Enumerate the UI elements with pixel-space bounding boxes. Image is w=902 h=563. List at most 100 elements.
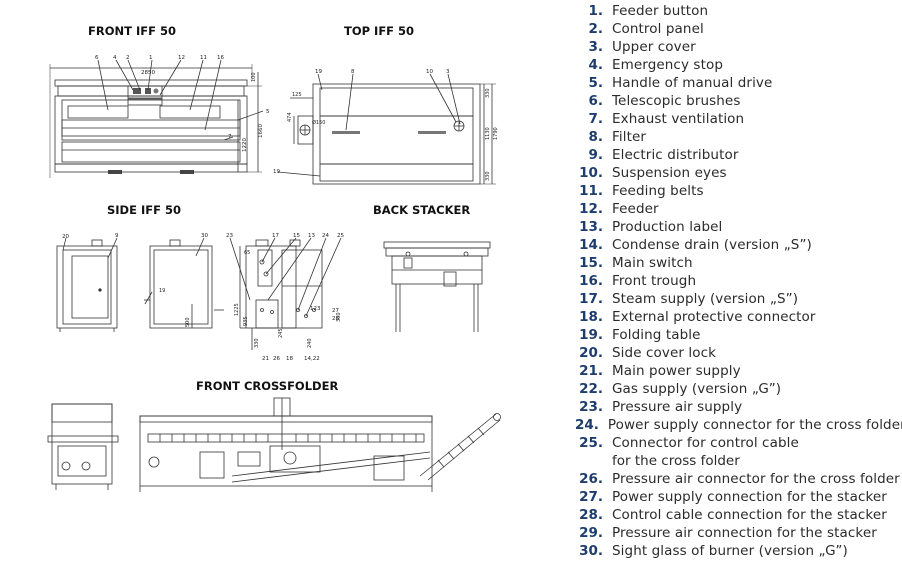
legend-text: Feeder button	[612, 3, 709, 19]
legend-num: 6.	[588, 93, 603, 109]
legend-item-4: 4. Emergency stop	[575, 56, 902, 74]
legend-num: 27.	[579, 489, 603, 505]
legend-item-8: 8.Filter	[575, 128, 902, 146]
legend-text: Pressure air supply	[612, 399, 743, 415]
callout-top-10: 10	[426, 69, 433, 75]
legend-text: Connector for control cable	[612, 435, 799, 451]
legend-item-24: 24.Power supply connector for the cross …	[575, 416, 902, 434]
legend-num: 19.	[579, 327, 603, 343]
legend-text: Steam supply (version „S”)	[612, 291, 799, 307]
legend-item-10: 10.Suspension eyes	[575, 164, 902, 182]
callout-front-12: 12	[178, 55, 185, 61]
dim-125: 125	[292, 92, 302, 98]
legend-text: Sight glass of burner (version „G”)	[612, 543, 848, 559]
dim-1790: 1790	[493, 127, 499, 140]
legend-item-21: 21.Main power supply	[575, 362, 902, 380]
legend-item-3: 3. Upper cover	[575, 38, 902, 56]
callout-front-1: 1	[149, 55, 153, 61]
legend-num: 15.	[579, 255, 603, 271]
legend-num: 3.	[588, 39, 603, 55]
legend-num: 28.	[579, 507, 603, 523]
callout-side-18: 18	[286, 356, 293, 362]
legend-item-29: 29.Pressure air connection for the stack…	[575, 524, 902, 542]
dim-330a: 330	[485, 88, 491, 98]
callout-top-19b: 19	[273, 169, 280, 175]
legend-item-25-continued: for the cross folder	[575, 452, 902, 470]
dim-1660: 1660	[258, 124, 264, 138]
legend-item-16: 16.Front trough	[575, 272, 902, 290]
top-iff-drawing: 125 474 Ø150 330 1130 1790 330 19 8 10 3…	[273, 69, 499, 185]
legend-num: 22.	[579, 381, 603, 397]
legend-num: 18.	[579, 309, 603, 325]
callout-side-27: 27	[332, 308, 339, 314]
callout-front-7: 7	[228, 134, 232, 140]
callout-top-19: 19	[315, 69, 322, 75]
legend-item-26: 26. Pressure air connector for the cross …	[575, 470, 902, 488]
technical-drawings: FRONT IFF 50 TOP IFF 50 SIDE IFF 50 BACK…	[47, 24, 501, 492]
callout-front-5: 5	[266, 109, 270, 115]
legend-text: Telescopic brushes	[612, 93, 741, 109]
legend-text: Upper cover	[612, 39, 696, 55]
callout-front-6: 6	[95, 55, 99, 61]
callout-side-123: 123	[310, 306, 321, 312]
legend-num: 1.	[588, 3, 603, 19]
legend-item-28: 28.Control cable connection for the stac…	[575, 506, 902, 524]
legend-item-27: 27.Power supply connection for the stack…	[575, 488, 902, 506]
legend-num: 12.	[579, 201, 603, 217]
legend-text: External protective connector	[612, 309, 816, 325]
legend-text: Control panel	[612, 21, 704, 37]
legend-item-20: 20.Side cover lock	[575, 344, 902, 362]
callout-side-17: 17	[272, 233, 279, 239]
legend-item-12: 12.Feeder	[575, 200, 902, 218]
back-stacker-drawing	[383, 241, 491, 332]
front-iff-drawing: 2850	[49, 55, 270, 178]
callout-front-16: 16	[217, 55, 224, 61]
legend-num: 13.	[579, 219, 603, 235]
legend-item-6: 6. Telescopic brushes	[575, 92, 902, 110]
side-iff-drawing: 20 9 30 19 500	[56, 233, 344, 362]
callout-front-11: 11	[200, 55, 207, 61]
legend-item-25: 25.Connector for control cable	[575, 434, 902, 452]
callout-side-19: 19	[159, 288, 165, 294]
dim-1225: 1225	[234, 303, 240, 316]
legend-item-11: 11.Feeding belts	[575, 182, 902, 200]
parts-legend: 1. Feeder button 2. Control panel 3. Upper …	[575, 2, 902, 560]
legend-item-18: 18. External protective connector	[575, 308, 902, 326]
legend-item-15: 15.Main switch	[575, 254, 902, 272]
legend-text: Gas supply (version „G”)	[612, 381, 782, 397]
legend-item-14: 14.Condense drain (version „S”)	[575, 236, 902, 254]
callout-top-8: 8	[351, 69, 355, 75]
callout-side-21: 21	[262, 356, 269, 362]
legend-num: 24.	[575, 417, 599, 433]
dim-1422: 14,22	[304, 356, 320, 362]
legend-text: Electric distributor	[612, 147, 739, 163]
legend-text: Pressure air connector for the cross fol…	[612, 471, 900, 487]
front-crossfolder-drawing	[47, 397, 501, 492]
legend-num: 10.	[579, 165, 603, 181]
legend-item-9: 9.Electric distributor	[575, 146, 902, 164]
legend-num: 16.	[579, 273, 603, 289]
legend-item-23: 23.Pressure air supply	[575, 398, 902, 416]
view-title-back-stacker: BACK STACKER	[373, 203, 471, 217]
callout-side-13: 13	[308, 233, 315, 239]
legend-text: Emergency stop	[612, 57, 723, 73]
legend-num: 2.	[588, 21, 603, 37]
dim-330b: 330	[485, 171, 491, 181]
dim-245: 245	[278, 328, 284, 338]
view-title-top-iff: TOP IFF 50	[344, 24, 415, 38]
legend-num: 4.	[588, 57, 603, 73]
dim-65: 65	[244, 250, 250, 256]
legend-num: 7.	[588, 111, 603, 127]
callout-front-2: 2	[126, 55, 130, 61]
callout-side-25: 25	[337, 233, 344, 239]
legend-item-22: 22. Gas supply (version „G”)	[575, 380, 902, 398]
legend-text: Side cover lock	[612, 345, 717, 361]
legend-item-13: 13.Production label	[575, 218, 902, 236]
legend-num: 26.	[579, 471, 603, 487]
dim-500: 500	[185, 317, 191, 327]
legend-item-2: 2. Control panel	[575, 20, 902, 38]
legend-text: for the cross folder	[612, 453, 740, 469]
dim-330s: 330	[254, 338, 260, 348]
callout-top-3: 3	[446, 69, 450, 75]
legend-item-30: 30.Sight glass of burner (version „G”)	[575, 542, 902, 560]
